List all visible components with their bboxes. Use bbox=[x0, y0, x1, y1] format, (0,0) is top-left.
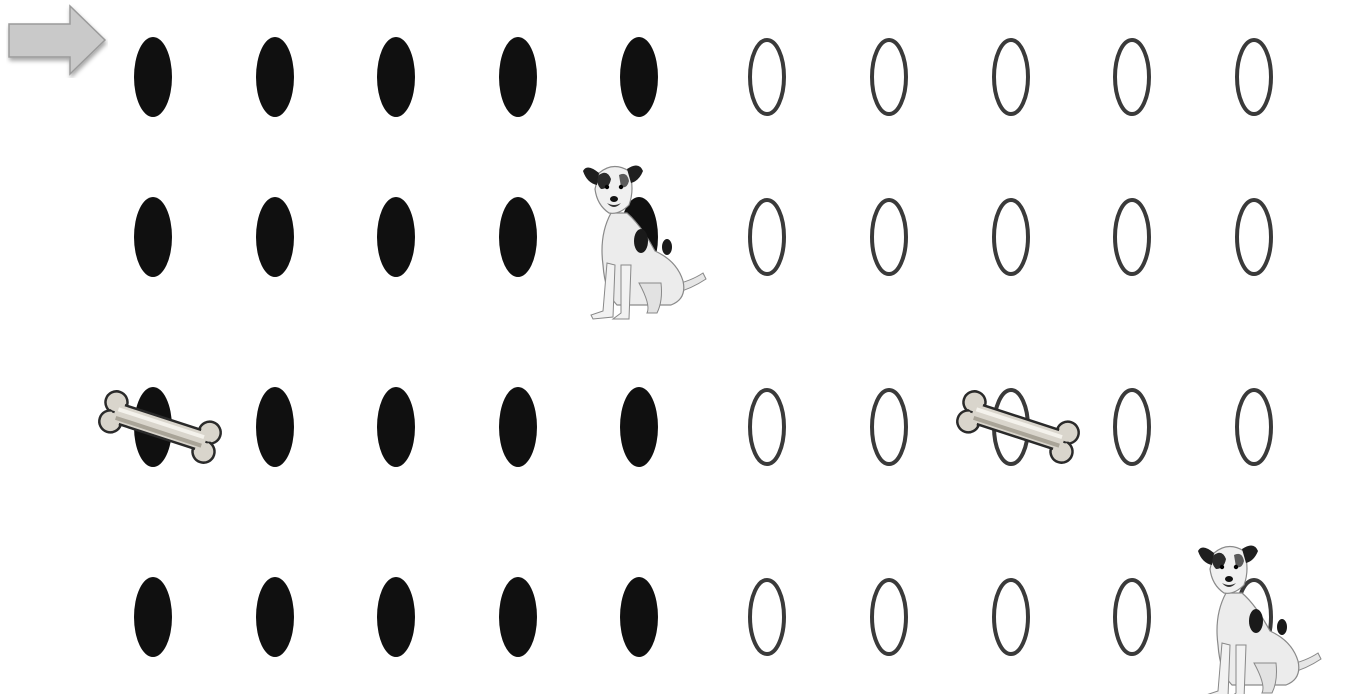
board-cell-empty[interactable] bbox=[1194, 17, 1314, 137]
empty-ring-icon bbox=[707, 177, 827, 297]
filled-dot-icon bbox=[458, 177, 578, 297]
board-cell-empty[interactable] bbox=[1194, 367, 1314, 487]
filled-dot-icon bbox=[215, 177, 335, 297]
filled-dot-icon bbox=[579, 177, 699, 297]
board-cell-empty[interactable] bbox=[707, 557, 827, 677]
filled-dot-icon bbox=[336, 177, 456, 297]
empty-ring-icon bbox=[707, 17, 827, 137]
board-cell-filled[interactable] bbox=[336, 557, 456, 677]
board-cell-empty[interactable] bbox=[1072, 17, 1192, 137]
empty-ring-icon bbox=[1194, 557, 1314, 677]
board-cell-filled[interactable] bbox=[93, 17, 213, 137]
empty-ring-icon bbox=[1072, 177, 1192, 297]
empty-ring-icon bbox=[829, 367, 949, 487]
board-cell-filled[interactable] bbox=[93, 177, 213, 297]
board-cell-filled[interactable] bbox=[579, 17, 699, 137]
board-cell-filled[interactable] bbox=[458, 557, 578, 677]
filled-dot-icon bbox=[458, 17, 578, 137]
board-cell-filled[interactable] bbox=[93, 557, 213, 677]
board-cell-filled[interactable] bbox=[93, 367, 213, 487]
filled-dot-icon bbox=[215, 557, 335, 677]
board-cell-empty[interactable] bbox=[951, 17, 1071, 137]
empty-ring-icon bbox=[951, 177, 1071, 297]
board-cell-empty[interactable] bbox=[707, 17, 827, 137]
filled-dot-icon bbox=[458, 557, 578, 677]
empty-ring-icon bbox=[1072, 367, 1192, 487]
board-cell-empty[interactable] bbox=[829, 367, 949, 487]
filled-dot-icon bbox=[93, 557, 213, 677]
empty-ring-icon bbox=[829, 17, 949, 137]
filled-dot-icon bbox=[215, 17, 335, 137]
filled-dot-icon bbox=[336, 17, 456, 137]
board-cell-filled[interactable] bbox=[458, 17, 578, 137]
board-cell-empty[interactable] bbox=[707, 177, 827, 297]
filled-dot-icon bbox=[93, 17, 213, 137]
empty-ring-icon bbox=[829, 177, 949, 297]
board-cell-filled[interactable] bbox=[579, 557, 699, 677]
board-cell-empty[interactable] bbox=[951, 367, 1071, 487]
board-cell-filled[interactable] bbox=[458, 177, 578, 297]
board-cell-filled[interactable] bbox=[336, 177, 456, 297]
empty-ring-icon bbox=[951, 17, 1071, 137]
empty-ring-icon bbox=[1072, 557, 1192, 677]
board-cell-empty[interactable] bbox=[707, 367, 827, 487]
board-cell-empty[interactable] bbox=[1072, 177, 1192, 297]
empty-ring-icon bbox=[829, 557, 949, 677]
filled-dot-icon bbox=[336, 557, 456, 677]
filled-dot-icon bbox=[579, 17, 699, 137]
empty-ring-icon bbox=[1194, 17, 1314, 137]
empty-ring-icon bbox=[707, 367, 827, 487]
board-cell-empty[interactable] bbox=[829, 17, 949, 137]
board-cell-empty[interactable] bbox=[1072, 557, 1192, 677]
filled-dot-icon bbox=[93, 367, 213, 487]
board-cell-empty[interactable] bbox=[1194, 557, 1314, 677]
board-cell-filled[interactable] bbox=[215, 17, 335, 137]
board-cell-empty[interactable] bbox=[829, 177, 949, 297]
board-cell-filled[interactable] bbox=[215, 557, 335, 677]
board-cell-filled[interactable] bbox=[579, 367, 699, 487]
filled-dot-icon bbox=[579, 557, 699, 677]
board-cell-filled[interactable] bbox=[215, 367, 335, 487]
board-cell-filled[interactable] bbox=[579, 177, 699, 297]
filled-dot-icon bbox=[215, 367, 335, 487]
empty-ring-icon bbox=[707, 557, 827, 677]
empty-ring-icon bbox=[951, 557, 1071, 677]
filled-dot-icon bbox=[93, 177, 213, 297]
board-cell-empty[interactable] bbox=[951, 177, 1071, 297]
filled-dot-icon bbox=[579, 367, 699, 487]
board-cell-filled[interactable] bbox=[336, 17, 456, 137]
board-cell-filled[interactable] bbox=[215, 177, 335, 297]
board-cell-filled[interactable] bbox=[336, 367, 456, 487]
board-cell-empty[interactable] bbox=[1194, 177, 1314, 297]
filled-dot-icon bbox=[458, 367, 578, 487]
empty-ring-icon bbox=[1194, 177, 1314, 297]
board-cell-empty[interactable] bbox=[1072, 367, 1192, 487]
board-cell-empty[interactable] bbox=[951, 557, 1071, 677]
empty-ring-icon bbox=[1194, 367, 1314, 487]
empty-ring-icon bbox=[1072, 17, 1192, 137]
empty-ring-icon bbox=[951, 367, 1071, 487]
filled-dot-icon bbox=[336, 367, 456, 487]
board-cell-empty[interactable] bbox=[829, 557, 949, 677]
board-cell-filled[interactable] bbox=[458, 367, 578, 487]
